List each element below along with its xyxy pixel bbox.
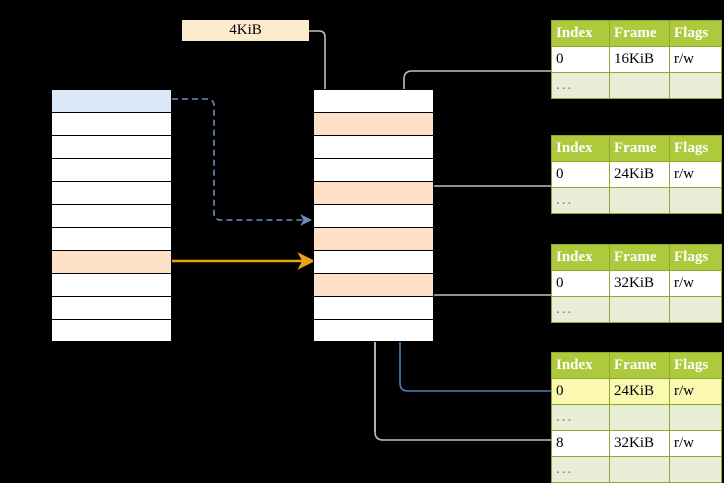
- cell-index: ...: [551, 404, 610, 431]
- ptable-cell-1[interactable]: [313, 112, 434, 135]
- cell-frame: 24KiB: [609, 161, 670, 188]
- cell-index: ...: [551, 187, 610, 214]
- table-row[interactable]: ...: [551, 404, 722, 431]
- ptable-cell-4[interactable]: [313, 181, 434, 204]
- header-index: Index: [551, 244, 610, 271]
- ptable-cell-8[interactable]: [313, 273, 434, 296]
- cell-flags: [669, 296, 722, 323]
- cell-flags: r/w: [669, 378, 722, 405]
- table-row[interactable]: ...: [551, 72, 722, 99]
- ptable-cell-10[interactable]: [313, 319, 434, 342]
- wire-table4-row8-to-ptable: [374, 272, 551, 441]
- cell-index: ...: [551, 456, 610, 483]
- vaddr-cell-8[interactable]: [51, 273, 172, 296]
- header-flags: Flags: [669, 244, 722, 271]
- ptable-cell-6[interactable]: [313, 227, 434, 250]
- header-frame: Frame: [609, 135, 670, 162]
- table-header-row: Index Frame Flags: [551, 352, 722, 379]
- header-flags: Flags: [669, 352, 722, 379]
- vaddr-cell-6[interactable]: [51, 227, 172, 250]
- cell-flags: r/w: [669, 161, 722, 188]
- virtual-address-column: [51, 89, 172, 342]
- header-frame: Frame: [609, 20, 670, 47]
- cell-frame: 16KiB: [609, 46, 670, 73]
- cell-frame: 32KiB: [609, 430, 670, 457]
- table-row[interactable]: ...: [551, 187, 722, 214]
- table-row[interactable]: 0 16KiB r/w: [551, 46, 722, 73]
- vaddr-cell-10[interactable]: [51, 319, 172, 342]
- table-row[interactable]: 0 32KiB r/w: [551, 270, 722, 297]
- vaddr-cell-9[interactable]: [51, 296, 172, 319]
- pte-table-2: Index Frame Flags 0 24KiB r/w ...: [551, 135, 722, 214]
- ptable-cell-2[interactable]: [313, 135, 434, 158]
- ptable-cell-0[interactable]: [313, 89, 434, 112]
- table-header-row: Index Frame Flags: [551, 135, 722, 162]
- wire-pagesize-to-ptable: [309, 30, 331, 125]
- cell-flags: r/w: [669, 270, 722, 297]
- cell-frame: [609, 187, 670, 214]
- page-table-column: [313, 89, 434, 342]
- cell-flags: r/w: [669, 430, 722, 457]
- table-row[interactable]: 0 24KiB r/w: [551, 378, 722, 405]
- vaddr-cell-4[interactable]: [51, 181, 172, 204]
- header-index: Index: [551, 135, 610, 162]
- cell-frame: [609, 404, 670, 431]
- table-row[interactable]: ...: [551, 456, 722, 483]
- ptable-cell-5[interactable]: [313, 204, 434, 227]
- pte-table-1: Index Frame Flags 0 16KiB r/w ...: [551, 20, 722, 99]
- cell-index: 0: [551, 46, 610, 73]
- table-header-row: Index Frame Flags: [551, 20, 722, 47]
- header-flags: Flags: [669, 135, 722, 162]
- cell-frame: [609, 456, 670, 483]
- pte-table-3: Index Frame Flags 0 32KiB r/w ...: [551, 244, 722, 323]
- table-header-row: Index Frame Flags: [551, 244, 722, 271]
- vaddr-cell-1[interactable]: [51, 112, 172, 135]
- cell-index: ...: [551, 296, 610, 323]
- ptable-cell-9[interactable]: [313, 296, 434, 319]
- wire-vaddr-blue-dashed: [172, 98, 313, 226]
- cell-index: 0: [551, 378, 610, 405]
- cell-flags: [669, 72, 722, 99]
- header-index: Index: [551, 20, 610, 47]
- cell-index: 0: [551, 270, 610, 297]
- wire-table4-row0-to-ptable: [394, 216, 551, 392]
- pte-table-4: Index Frame Flags 0 24KiB r/w ... 8 32Ki…: [551, 352, 722, 483]
- ptable-cell-7[interactable]: [313, 250, 434, 273]
- ptable-cell-3[interactable]: [313, 158, 434, 181]
- vaddr-cell-2[interactable]: [51, 135, 172, 158]
- cell-index: 8: [551, 430, 610, 457]
- cell-flags: [669, 404, 722, 431]
- header-flags: Flags: [669, 20, 722, 47]
- header-frame: Frame: [609, 244, 670, 271]
- table-row[interactable]: 0 24KiB r/w: [551, 161, 722, 188]
- page-size-label: 4KiB: [182, 20, 309, 41]
- table-row[interactable]: ...: [551, 296, 722, 323]
- cell-index: 0: [551, 161, 610, 188]
- cell-flags: r/w: [669, 46, 722, 73]
- header-frame: Frame: [609, 352, 670, 379]
- vaddr-cell-7[interactable]: [51, 250, 172, 273]
- wire-table4-row8-riser: [347, 339, 376, 432]
- cell-frame: 32KiB: [609, 270, 670, 297]
- vaddr-cell-5[interactable]: [51, 204, 172, 227]
- cell-flags: [669, 456, 722, 483]
- cell-flags: [669, 187, 722, 214]
- cell-frame: 24KiB: [609, 378, 670, 405]
- cell-frame: [609, 296, 670, 323]
- wire-table1-to-ptable: [398, 70, 551, 194]
- cell-frame: [609, 72, 670, 99]
- header-index: Index: [551, 352, 610, 379]
- vaddr-cell-3[interactable]: [51, 158, 172, 181]
- vaddr-cell-0[interactable]: [51, 89, 172, 112]
- cell-index: ...: [551, 72, 610, 99]
- table-row[interactable]: 8 32KiB r/w: [551, 430, 722, 457]
